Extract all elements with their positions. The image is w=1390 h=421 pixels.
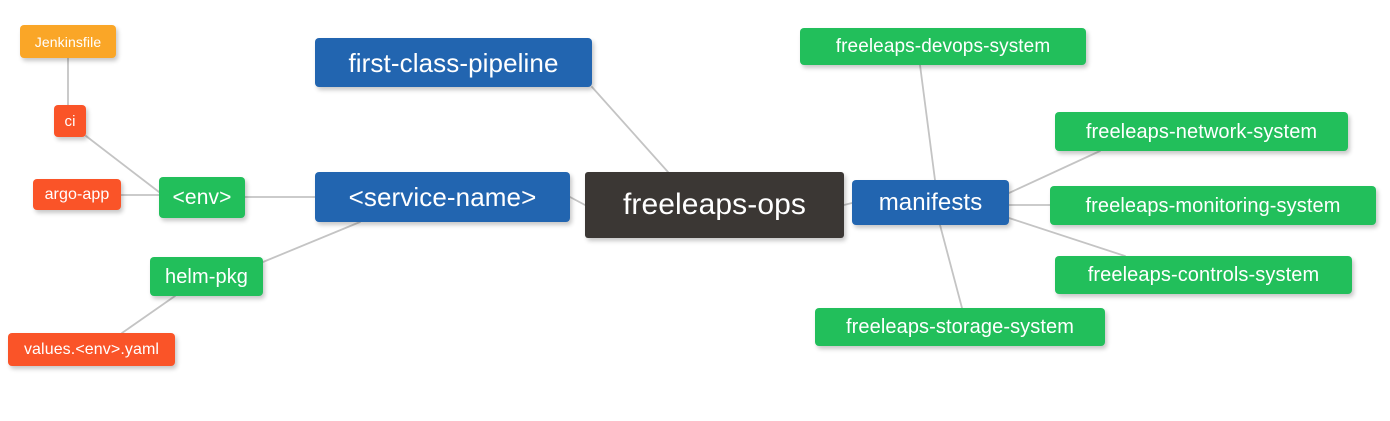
node-freeleaps-devops-system[interactable]: freeleaps-devops-system: [800, 28, 1086, 65]
node-freeleaps-storage-system[interactable]: freeleaps-storage-system: [815, 308, 1105, 346]
node-first-class-pipeline[interactable]: first-class-pipeline: [315, 38, 592, 87]
edge-helm-pkg-values: [121, 295, 176, 334]
node-helm-pkg[interactable]: helm-pkg: [150, 257, 263, 296]
edge-root-first-class-pipeline: [591, 86, 669, 173]
node-manifests[interactable]: manifests: [852, 180, 1009, 225]
node-freeleaps-monitoring-system[interactable]: freeleaps-monitoring-system: [1050, 186, 1376, 225]
node-service-name[interactable]: <service-name>: [315, 172, 570, 222]
edge-manifests-storage: [939, 224, 963, 309]
node-values-env-yaml[interactable]: values.<env>.yaml: [8, 333, 175, 366]
node-env[interactable]: <env>: [159, 177, 245, 218]
node-freeleaps-controls-system[interactable]: freeleaps-controls-system: [1055, 256, 1352, 294]
edge-manifests-devops: [919, 64, 936, 181]
node-root[interactable]: freeleaps-ops: [585, 172, 844, 238]
edge-service-name-helm-pkg: [262, 221, 361, 263]
edge-root-manifests: [843, 202, 853, 206]
node-jenkinsfile[interactable]: Jenkinsfile: [20, 25, 116, 58]
node-freeleaps-network-system[interactable]: freeleaps-network-system: [1055, 112, 1348, 151]
node-argo-app[interactable]: argo-app: [33, 179, 121, 210]
edge-root-service-name: [569, 196, 586, 206]
node-ci[interactable]: ci: [54, 105, 86, 137]
